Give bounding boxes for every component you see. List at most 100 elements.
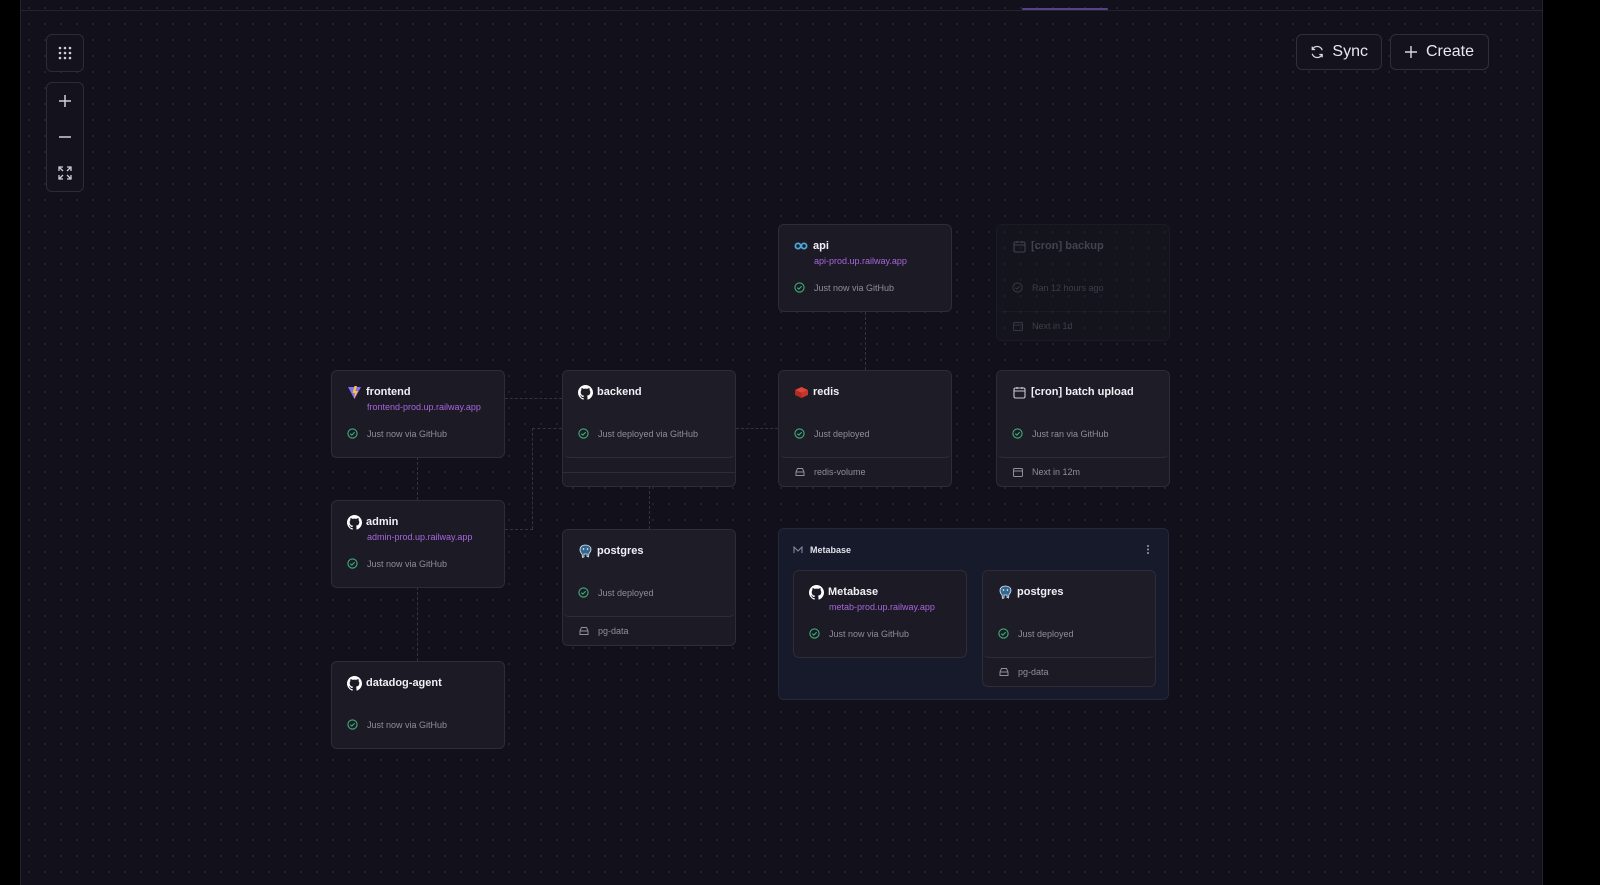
plus-icon <box>59 95 71 107</box>
service-name: postgres <box>1017 586 1064 598</box>
service-card-cron-backup[interactable]: [cron] backup Ran 12 hours ago Next in 1… <box>996 224 1170 341</box>
deploy-status: Just deployed via GitHub <box>598 429 699 439</box>
github-icon <box>346 675 362 691</box>
volume-name: redis-volume <box>814 467 866 477</box>
service-name: Metabase <box>828 586 879 598</box>
service-url[interactable]: admin-prod.up.railway.app <box>367 532 473 542</box>
calendar-icon <box>1011 384 1027 400</box>
service-name: frontend <box>366 386 411 398</box>
edge-backend-postgres <box>649 486 650 529</box>
sync-button[interactable]: Sync <box>1296 34 1382 70</box>
service-card-datadog-agent[interactable]: datadog-agent Just now via GitHub <box>331 661 505 749</box>
check-circle-icon <box>578 587 589 598</box>
service-name: [cron] batch upload <box>1031 386 1134 398</box>
group-title: Metabase <box>810 545 852 555</box>
deploy-status: Just deployed <box>598 588 654 598</box>
expand-icon <box>58 166 72 180</box>
grid-dots-icon <box>58 46 72 60</box>
service-name: api <box>813 240 829 252</box>
service-card-redis[interactable]: redis Just deployed redis-volume <box>778 370 952 487</box>
deploy-status: Just deployed <box>1018 629 1074 639</box>
volume-name: pg-data <box>598 626 629 636</box>
minus-icon <box>59 136 71 138</box>
group-metabase[interactable]: Metabase Metabase metab-prod.up.railway.… <box>778 528 1169 700</box>
check-circle-icon <box>998 628 1009 639</box>
next-run: Next in 12m <box>1032 467 1081 477</box>
check-circle-icon <box>794 282 805 293</box>
edge-admin-datadog <box>417 587 418 661</box>
check-circle-icon <box>794 428 805 439</box>
service-card-metabase[interactable]: Metabase metab-prod.up.railway.app Just … <box>793 570 967 658</box>
service-card-metabase-postgres[interactable]: postgres Just deployed pg-data <box>982 570 1156 687</box>
redis-icon <box>793 384 809 400</box>
service-card-cron-batch-upload[interactable]: [cron] batch upload Just ran via GitHub … <box>996 370 1170 487</box>
next-run: Next in 1d <box>1032 321 1073 331</box>
edge-api-redis <box>865 312 866 370</box>
zoom-controls <box>46 82 84 192</box>
edge-frontend-backend <box>505 398 562 399</box>
group-icon <box>793 546 803 553</box>
service-name: [cron] backup <box>1031 240 1104 252</box>
service-url[interactable]: frontend-prod.up.railway.app <box>367 402 481 412</box>
check-circle-icon <box>809 628 820 639</box>
calendar-icon <box>1013 322 1023 331</box>
github-icon <box>808 584 824 600</box>
check-circle-icon <box>347 719 358 730</box>
deploy-status: Just now via GitHub <box>367 429 448 439</box>
deploy-status: Just now via GitHub <box>829 629 910 639</box>
edge-frontend-admin <box>417 457 418 500</box>
service-url[interactable]: metab-prod.up.railway.app <box>829 602 935 612</box>
run-status: Just ran via GitHub <box>1032 429 1109 439</box>
replica-stack-2 <box>563 473 735 486</box>
hard-drive-icon <box>579 627 589 635</box>
fit-view-button[interactable] <box>47 155 83 191</box>
zoom-in-button[interactable] <box>47 83 83 119</box>
volume-row[interactable]: redis-volume <box>779 458 951 486</box>
go-icon <box>793 238 809 254</box>
check-circle-icon <box>1012 282 1023 293</box>
github-icon <box>577 384 593 400</box>
refresh-icon <box>1311 45 1323 59</box>
service-url[interactable]: api-prod.up.railway.app <box>814 256 907 266</box>
create-button[interactable]: Create <box>1390 34 1489 70</box>
edge-admin-backend-h2 <box>532 428 562 429</box>
deploy-status: Just now via GitHub <box>367 720 448 730</box>
calendar-icon <box>1013 468 1023 477</box>
layout-menu-button[interactable] <box>46 34 84 72</box>
service-name: backend <box>597 386 642 398</box>
volume-name: pg-data <box>1018 667 1049 677</box>
service-name: datadog-agent <box>366 677 442 689</box>
service-name: admin <box>366 516 399 528</box>
plus-icon <box>1405 46 1417 58</box>
hard-drive-icon <box>999 668 1009 676</box>
edge-backend-redis <box>736 428 778 429</box>
sync-label: Sync <box>1332 43 1368 60</box>
vite-icon <box>346 384 362 400</box>
volume-row[interactable]: pg-data <box>983 658 1155 686</box>
service-card-frontend[interactable]: frontend frontend-prod.up.railway.app Ju… <box>331 370 505 458</box>
postgres-icon <box>577 543 593 559</box>
run-status: Ran 12 hours ago <box>1032 283 1104 293</box>
hard-drive-icon <box>795 468 805 476</box>
active-tab-indicator <box>1022 8 1108 10</box>
zoom-out-button[interactable] <box>47 119 83 155</box>
edge-admin-backend-h1 <box>505 529 533 530</box>
check-circle-icon <box>578 428 589 439</box>
postgres-icon <box>997 584 1013 600</box>
service-name: redis <box>813 386 840 398</box>
service-card-admin[interactable]: admin admin-prod.up.railway.app Just now… <box>331 500 505 588</box>
volume-row[interactable]: pg-data <box>563 617 735 645</box>
deploy-status: Just now via GitHub <box>814 283 895 293</box>
check-circle-icon <box>347 558 358 569</box>
create-label: Create <box>1426 43 1475 60</box>
more-vertical-icon[interactable] <box>1146 544 1150 555</box>
check-circle-icon <box>347 428 358 439</box>
service-name: postgres <box>597 545 644 557</box>
deploy-status: Just deployed <box>814 429 870 439</box>
check-circle-icon <box>1012 428 1023 439</box>
service-card-backend[interactable]: backend Just deployed via GitHub <box>562 370 736 487</box>
deploy-status: Just now via GitHub <box>367 559 448 569</box>
service-card-postgres[interactable]: postgres Just deployed pg-data <box>562 529 736 646</box>
replica-stack-1 <box>563 458 735 473</box>
service-card-api[interactable]: api api-prod.up.railway.app Just now via… <box>778 224 952 312</box>
